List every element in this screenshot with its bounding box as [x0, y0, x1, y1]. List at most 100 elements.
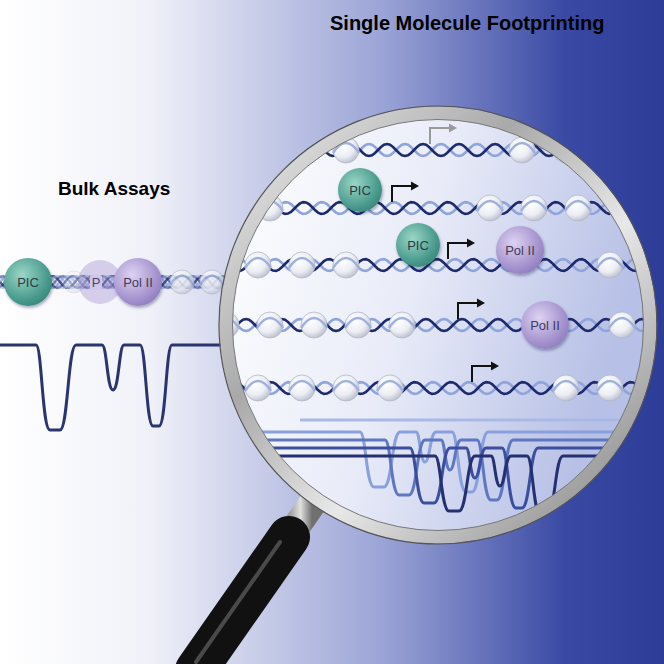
- nucleosome: [289, 252, 315, 278]
- nucleosome: [213, 195, 239, 221]
- dna-wrap: [565, 201, 591, 211]
- nucleosome: [257, 312, 283, 338]
- dna-wrap: [289, 381, 315, 391]
- lens-ring-outer: [219, 106, 657, 544]
- dna-strand: [222, 202, 660, 214]
- dna-wrap: [345, 318, 371, 328]
- nucleosome: [553, 375, 579, 401]
- dna-wrap: [641, 143, 664, 153]
- node-label: Pol II: [505, 243, 535, 258]
- dna-wrap: [245, 258, 271, 268]
- nucleosome: [389, 312, 415, 338]
- histone-core: [345, 312, 371, 338]
- dna-strand: [222, 382, 660, 394]
- pol-ii-circle: Pol II: [496, 226, 544, 274]
- pol-ii-circle: Pol II: [521, 301, 569, 349]
- dna-wrap: [200, 276, 224, 286]
- dna-wrap: [477, 201, 503, 211]
- tss-arrow: [448, 243, 468, 259]
- histone-core: [377, 375, 403, 401]
- dna-strand: [222, 259, 660, 271]
- protein-label: P: [90, 275, 103, 290]
- tss-arrow: [430, 128, 450, 144]
- dna-wrap: [377, 381, 403, 391]
- dna-wrap: [597, 143, 623, 153]
- node-label: PIC: [349, 183, 371, 198]
- histone-core: [477, 195, 503, 221]
- tss-arrow: [472, 366, 492, 382]
- nucleosome: [345, 312, 371, 338]
- histone-core: [200, 270, 224, 294]
- dna-wrap: [213, 201, 239, 211]
- title: Single Molecule Footprinting: [330, 12, 604, 35]
- pic-circle: PIC: [338, 168, 382, 212]
- dna-wrap: [201, 381, 227, 391]
- dna-strand: [222, 319, 660, 331]
- arrow-head: [411, 182, 419, 191]
- histone-core: [257, 312, 283, 338]
- dna-strand: [222, 259, 660, 271]
- dna-wrap: [333, 381, 359, 391]
- histone-core: [289, 252, 315, 278]
- dna-wrap: [301, 318, 327, 328]
- arrow-head: [477, 299, 485, 308]
- nucleosome: [597, 252, 623, 278]
- handle: [196, 537, 289, 664]
- histone-core: [641, 137, 664, 163]
- nucleosome: [170, 270, 194, 294]
- arrow-head: [491, 362, 499, 371]
- nucleosome: [245, 252, 271, 278]
- histone-core: [521, 195, 547, 221]
- handle-highlight: [196, 542, 280, 662]
- dna-strand: [222, 382, 660, 394]
- nucleosome: [521, 195, 547, 221]
- histone-core: [170, 270, 194, 294]
- dna-strand: [222, 319, 660, 331]
- nucleosome: [641, 137, 664, 163]
- dna-wrap: [389, 318, 415, 328]
- nucleosome: [301, 312, 327, 338]
- histone-core: [201, 252, 227, 278]
- dna-wrap: [597, 258, 623, 268]
- tss-arrow: [458, 303, 478, 319]
- histone-core: [245, 252, 271, 278]
- nucleosome: [289, 375, 315, 401]
- trace: [300, 419, 620, 422]
- dna-strand: [222, 144, 660, 156]
- dna-wrap: [521, 201, 547, 211]
- histone-core: [609, 312, 635, 338]
- dna-wrap: [509, 143, 535, 153]
- nucleosome: [377, 375, 403, 401]
- pic-circle: PIC: [4, 258, 52, 306]
- histone-core: [553, 375, 579, 401]
- histone-core: [245, 137, 271, 163]
- node-label: Pol II: [530, 318, 560, 333]
- arrow-head: [467, 239, 475, 248]
- histone-core: [597, 137, 623, 163]
- histone-core: [245, 375, 271, 401]
- dna-wrap: [245, 381, 271, 391]
- histone-core: [201, 137, 227, 163]
- nucleosome: [597, 375, 623, 401]
- nucleosome: [333, 252, 359, 278]
- histone-core: [301, 312, 327, 338]
- dna-wrap: [597, 381, 623, 391]
- dna-wrap: [333, 258, 359, 268]
- dna-wrap: [201, 143, 227, 153]
- dna-strand: [222, 144, 660, 156]
- node-label: Pol II: [123, 275, 153, 290]
- dna-wrap: [289, 258, 315, 268]
- histone-core: [597, 375, 623, 401]
- nucleosome: [201, 252, 227, 278]
- dna-wrap: [245, 143, 271, 153]
- lens-ring: [226, 113, 650, 537]
- histone-core: [333, 252, 359, 278]
- nucleosome: [245, 137, 271, 163]
- histone-core: [389, 312, 415, 338]
- arrow-head: [449, 124, 457, 133]
- dna-wrap: [170, 276, 194, 286]
- section-label: Bulk Assays: [58, 178, 170, 200]
- node-label: PIC: [17, 275, 39, 290]
- nucleosome: [201, 375, 227, 401]
- histone-core: [201, 375, 227, 401]
